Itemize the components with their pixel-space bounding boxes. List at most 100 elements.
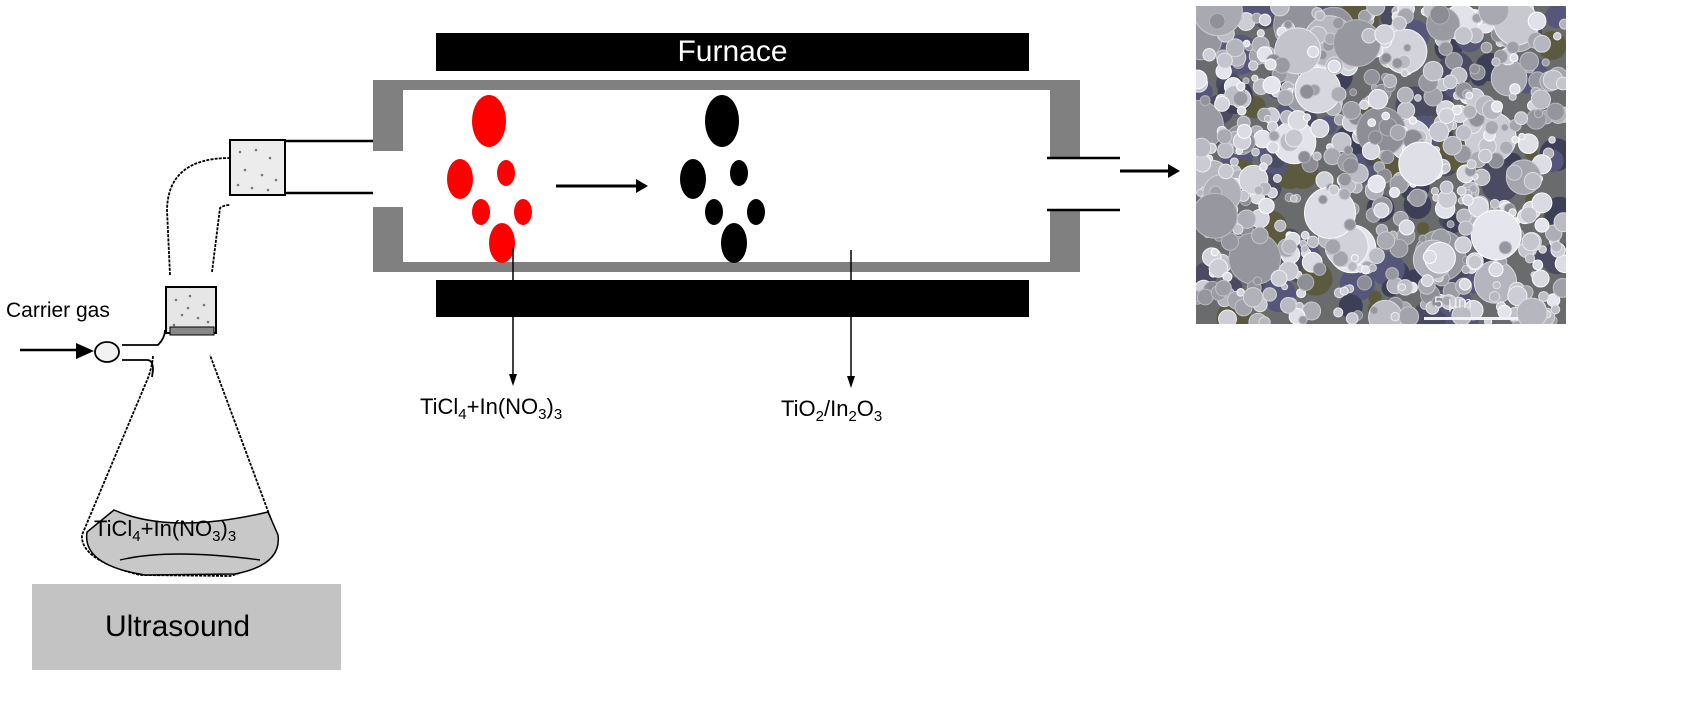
tube-wall-right-corner-top [1023,80,1080,90]
sem-sphere [1552,278,1566,298]
sem-sphere [1333,307,1344,318]
droplet [489,223,515,263]
sem-sphere [1318,194,1328,205]
droplet [472,95,506,147]
sem-sphere [1214,96,1230,112]
sem-sphere [1454,236,1472,254]
sem-sphere [1398,306,1420,324]
sem-sphere [1531,192,1553,214]
sem-sphere [1196,69,1208,90]
sem-sphere [1500,123,1509,132]
droplet [472,199,490,225]
sem-sphere [1347,261,1358,272]
sem-sphere [1530,89,1551,110]
sem-sphere [1298,315,1308,324]
sem-sphere [1217,142,1234,159]
sem-sphere [1527,11,1547,31]
sem-sphere [1264,58,1277,71]
sem-sphere [1283,20,1293,29]
sem-sphere [1300,244,1309,253]
furnace-heater-top: Furnace [436,33,1029,71]
sem-sphere [1470,209,1522,261]
sem-sphere [1262,75,1281,95]
sem-sphere [1360,265,1371,275]
sem-sphere [1268,130,1280,142]
sem-sphere [1306,45,1320,58]
sem-sphere [1274,219,1287,232]
sem-sphere [1480,41,1493,54]
droplet [447,159,473,199]
sem-sphere [1210,248,1219,257]
particle [730,160,748,186]
sem-sphere [1236,81,1246,92]
sem-sphere [1310,118,1330,139]
sem-sphere [1534,217,1550,233]
sem-sphere [1300,230,1310,240]
sem-sphere [1349,88,1358,97]
sem-sphere [1367,89,1389,110]
tube-wall-left-lower [373,207,403,272]
sem-sphere [1507,285,1528,306]
sem-sphere [1498,240,1513,255]
sem-sphere [1478,148,1493,164]
sem-sphere [1367,118,1377,127]
sem-sphere [1258,13,1272,27]
sem-sphere [1361,27,1378,44]
sem-sphere [1455,124,1472,141]
sem-sphere [1277,89,1294,106]
sem-sphere [1363,68,1381,86]
sem-sphere [1242,287,1264,308]
sem-sphere [1306,235,1320,249]
sem-sphere [1314,10,1326,22]
sem-sphere [1258,197,1275,215]
sem-sphere [1248,60,1259,71]
sem-sphere [1338,187,1351,201]
sem-sphere [1550,240,1563,253]
sem-sphere [1266,120,1279,133]
sem-sphere [1253,185,1264,196]
sem-sphere [1458,278,1472,291]
sem-sphere [1462,194,1474,206]
sem-sphere [1236,105,1247,116]
sem-sphere [1467,254,1483,270]
sem-sphere [1256,29,1265,38]
sem-sphere [1390,311,1400,322]
sem-sphere [1350,254,1359,263]
sem-sphere [1382,73,1398,89]
sem-sphere [1236,123,1252,139]
sem-sphere [1324,238,1342,255]
sem-sphere [1489,198,1500,209]
sem-sphere [1442,74,1458,90]
sem-sphere [1456,185,1467,196]
sem-sphere [1514,111,1529,126]
flask-liquid [85,509,280,576]
sem-sphere [1342,101,1361,120]
carrier-gas-arrow [20,343,94,359]
particle [705,95,739,147]
sem-sphere [1454,26,1473,45]
sem-sphere [1218,309,1237,324]
sem-sphere [1553,212,1566,233]
sem-sphere [1438,107,1455,124]
sem-sphere [1366,6,1386,17]
sem-sphere [1446,220,1455,229]
sem-sphere [1408,188,1427,207]
sem-sphere [1196,137,1212,158]
stopper-base [169,326,215,336]
sem-sphere [1242,77,1250,85]
sem-background-patch [1416,222,1430,235]
sem-sphere [1422,249,1437,264]
sem-sphere [1491,57,1501,67]
sem-sphere [1281,238,1298,255]
sem-sphere [1373,202,1390,219]
sem-sphere [1202,48,1216,62]
tube-wall-right-lower [1050,210,1080,272]
sem-sphere [1462,104,1477,119]
sem-sphere [1385,267,1399,281]
sem-sphere [1330,86,1347,103]
tube-wall-bottom [373,262,1023,272]
sem-sphere [1466,159,1477,170]
sem-sphere [1251,226,1269,245]
sem-sphere [1270,269,1288,287]
sem-sphere [1431,295,1444,309]
